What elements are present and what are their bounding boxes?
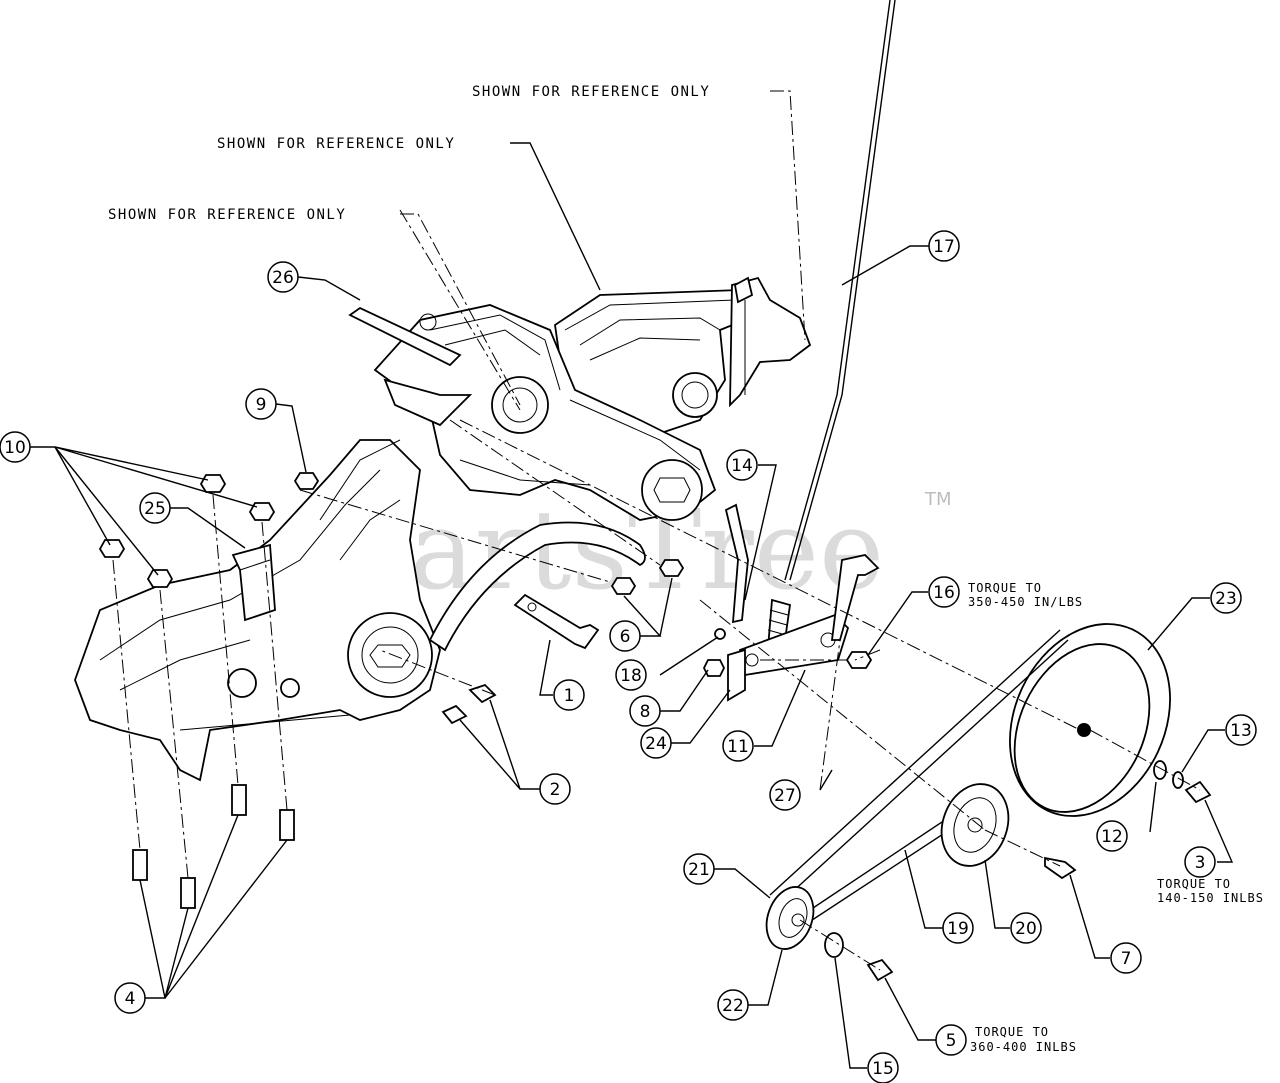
svg-text:22: 22 (722, 996, 744, 1016)
callout-24[interactable]: 24 (640, 727, 672, 759)
svg-text:17: 17 (933, 237, 955, 257)
svg-text:4: 4 (125, 989, 136, 1009)
svg-text:24: 24 (645, 734, 667, 754)
svg-text:7: 7 (1121, 949, 1132, 969)
callout-27[interactable]: 27 (769, 779, 801, 811)
leader-lines (30, 90, 1234, 1069)
torque-note-3-line1: TORQUE TO (1157, 877, 1231, 891)
part-11-idler-arm (738, 613, 850, 677)
svg-text:13: 13 (1230, 721, 1252, 741)
part-22-pulley (765, 886, 815, 950)
reference-note-3: SHOWN FOR REFERENCE ONLY (108, 207, 346, 223)
svg-text:16: 16 (933, 583, 955, 603)
callout-2[interactable]: 2 (539, 773, 571, 805)
callout-8[interactable]: 8 (629, 695, 661, 727)
callout-18[interactable]: 18 (615, 659, 647, 691)
hardware (98, 472, 1212, 982)
svg-text:6: 6 (620, 627, 631, 647)
callout-7[interactable]: 7 (1110, 942, 1142, 974)
callout-23[interactable]: 23 (1210, 582, 1242, 614)
callout-6[interactable]: 6 (609, 620, 641, 652)
callout-19[interactable]: 19 (942, 912, 974, 944)
callout-15[interactable]: 15 (867, 1052, 899, 1083)
callout-20[interactable]: 20 (1010, 912, 1042, 944)
callout-3[interactable]: 3 (1184, 846, 1216, 878)
callout-14[interactable]: 14 (726, 449, 758, 481)
svg-text:21: 21 (688, 860, 710, 880)
alignment-lines (112, 209, 1201, 971)
svg-text:5: 5 (946, 1031, 957, 1051)
reference-note-1: SHOWN FOR REFERENCE ONLY (472, 84, 710, 100)
svg-text:10: 10 (4, 438, 26, 458)
callout-9[interactable]: 9 (245, 388, 277, 420)
svg-text:8: 8 (640, 702, 651, 722)
callout-25[interactable]: 25 (139, 492, 171, 524)
part-14-rod (724, 503, 749, 624)
svg-text:23: 23 (1215, 589, 1237, 609)
torque-note-3-line2: 140-150 INLBS (1157, 891, 1264, 905)
svg-text:26: 26 (272, 268, 294, 288)
callout-12[interactable]: 12 (1096, 820, 1128, 852)
belt-cover-curve (428, 521, 646, 652)
torque-note-16-line1: TORQUE TO (968, 581, 1042, 595)
callout-10[interactable]: 10 (0, 431, 31, 463)
svg-text:3: 3 (1195, 853, 1206, 873)
svg-text:25: 25 (144, 499, 166, 519)
callout-26[interactable]: 26 (267, 261, 299, 293)
svg-text:2: 2 (550, 780, 561, 800)
svg-text:19: 19 (947, 919, 969, 939)
callout-5[interactable]: 5 (935, 1024, 967, 1056)
callout-21[interactable]: 21 (683, 853, 715, 885)
callout-16[interactable]: 16 (928, 576, 960, 608)
torque-note-5-line1: TORQUE TO (975, 1025, 1049, 1039)
part-27-bracket (830, 554, 880, 641)
callout-17[interactable]: 17 (928, 230, 960, 262)
reference-note-2: SHOWN FOR REFERENCE ONLY (217, 136, 455, 152)
part-25-bracket (231, 543, 276, 622)
part-1-bracket (513, 593, 600, 650)
callout-1[interactable]: 1 (553, 679, 585, 711)
callout-11[interactable]: 11 (722, 730, 754, 762)
callout-13[interactable]: 13 (1225, 714, 1257, 746)
svg-text:14: 14 (731, 456, 753, 476)
part-26-bar (348, 306, 473, 427)
svg-text:18: 18 (620, 666, 642, 686)
svg-text:15: 15 (872, 1059, 894, 1079)
transmission-housing-rear (554, 276, 812, 441)
svg-text:11: 11 (727, 737, 749, 757)
svg-text:9: 9 (256, 395, 267, 415)
part-24-bracket (727, 648, 746, 702)
svg-text:27: 27 (774, 786, 796, 806)
torque-note-5-line2: 360-400 INLBS (970, 1040, 1077, 1054)
part-20-pulley (940, 783, 1010, 867)
part-23-pulley (1009, 623, 1171, 817)
svg-text:20: 20 (1015, 919, 1037, 939)
svg-text:1: 1 (564, 686, 575, 706)
trademark: TM (924, 489, 952, 510)
callout-4[interactable]: 4 (114, 982, 146, 1014)
torque-note-16-line2: 350-450 IN/LBS (968, 595, 1083, 609)
svg-text:12: 12 (1101, 827, 1123, 847)
callout-22[interactable]: 22 (717, 989, 749, 1021)
